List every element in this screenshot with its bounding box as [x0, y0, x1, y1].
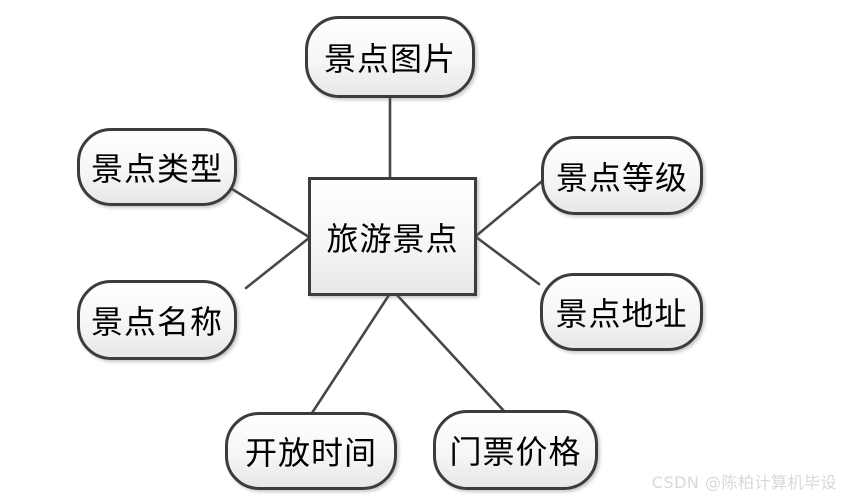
connector-center-to-level — [474, 180, 543, 238]
attribute-node-name: 景点名称 — [77, 280, 237, 360]
connector-center-to-name — [244, 236, 311, 290]
attribute-node-type: 景点类型 — [77, 128, 237, 206]
connector-center-to-address — [474, 235, 541, 286]
attribute-label-image: 景点图片 — [323, 40, 456, 78]
attribute-node-open-time: 开放时间 — [225, 412, 397, 490]
attribute-node-level: 景点等级 — [541, 136, 703, 215]
connector-center-to-ticket — [395, 293, 506, 413]
attribute-label-ticket-price: 门票价格 — [449, 433, 582, 471]
attribute-label-name: 景点名称 — [90, 303, 223, 341]
attribute-node-address: 景点地址 — [540, 273, 703, 351]
entity-label-tourist-attraction: 旅游景点 — [326, 219, 459, 258]
attribute-node-image: 景点图片 — [305, 16, 475, 98]
entity-node-tourist-attraction: 旅游景点 — [308, 177, 477, 296]
attribute-label-open-time: 开放时间 — [244, 434, 377, 472]
csdn-watermark: CSDN @陈柏计算机毕设 — [651, 473, 837, 492]
attribute-label-level: 景点等级 — [555, 158, 688, 197]
attribute-label-type: 景点类型 — [90, 150, 223, 188]
connector-center-to-type — [230, 187, 311, 239]
attribute-label-address: 景点地址 — [555, 295, 688, 333]
attribute-node-ticket-price: 门票价格 — [433, 410, 598, 490]
connector-center-to-opentime — [310, 293, 391, 415]
